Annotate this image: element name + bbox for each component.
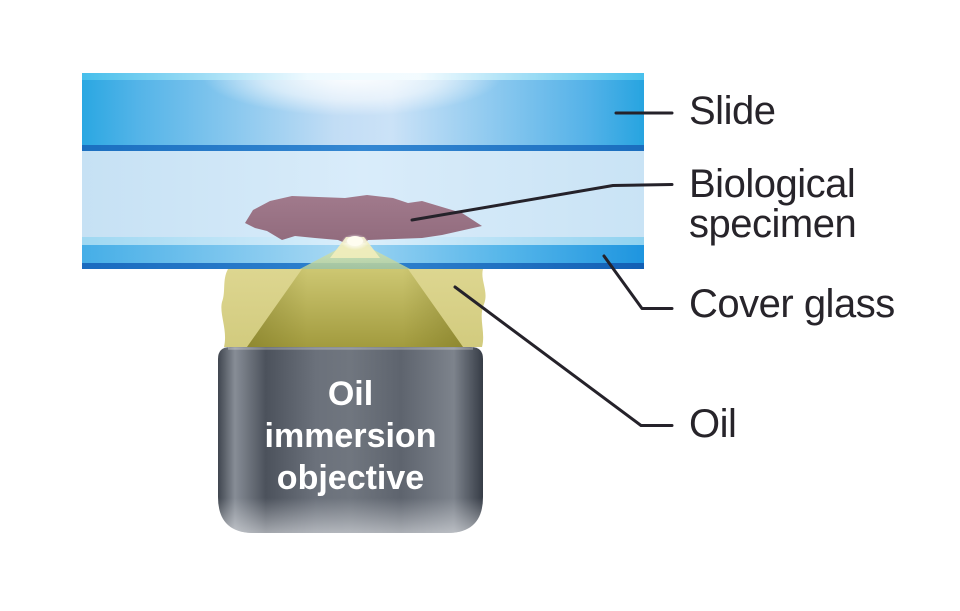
biological-specimen-label-line1: Biological [689,162,856,206]
slide-label: Slide [689,89,776,133]
light-cone-in-oil [247,269,463,347]
oil-label: Oil [689,402,737,446]
objective-label: Oil immersion objective [218,373,483,499]
leader-line-cover-glass [602,254,674,310]
specimen-shape [245,195,482,243]
focal-glow [330,234,380,258]
objective-label-line1: Oil [327,375,374,413]
objective-label-line3: objective [276,459,425,497]
objective-label-line2: immersion [264,417,437,455]
cover-glass-label: Cover glass [689,282,895,326]
objective-body [218,347,483,533]
leader-line-specimen [410,183,674,222]
leader-line-oil [453,285,674,427]
biological-specimen-label-line2: specimen [689,202,857,246]
biological-specimen-label: Biological specimen [689,162,857,246]
slide-layer [82,73,644,151]
